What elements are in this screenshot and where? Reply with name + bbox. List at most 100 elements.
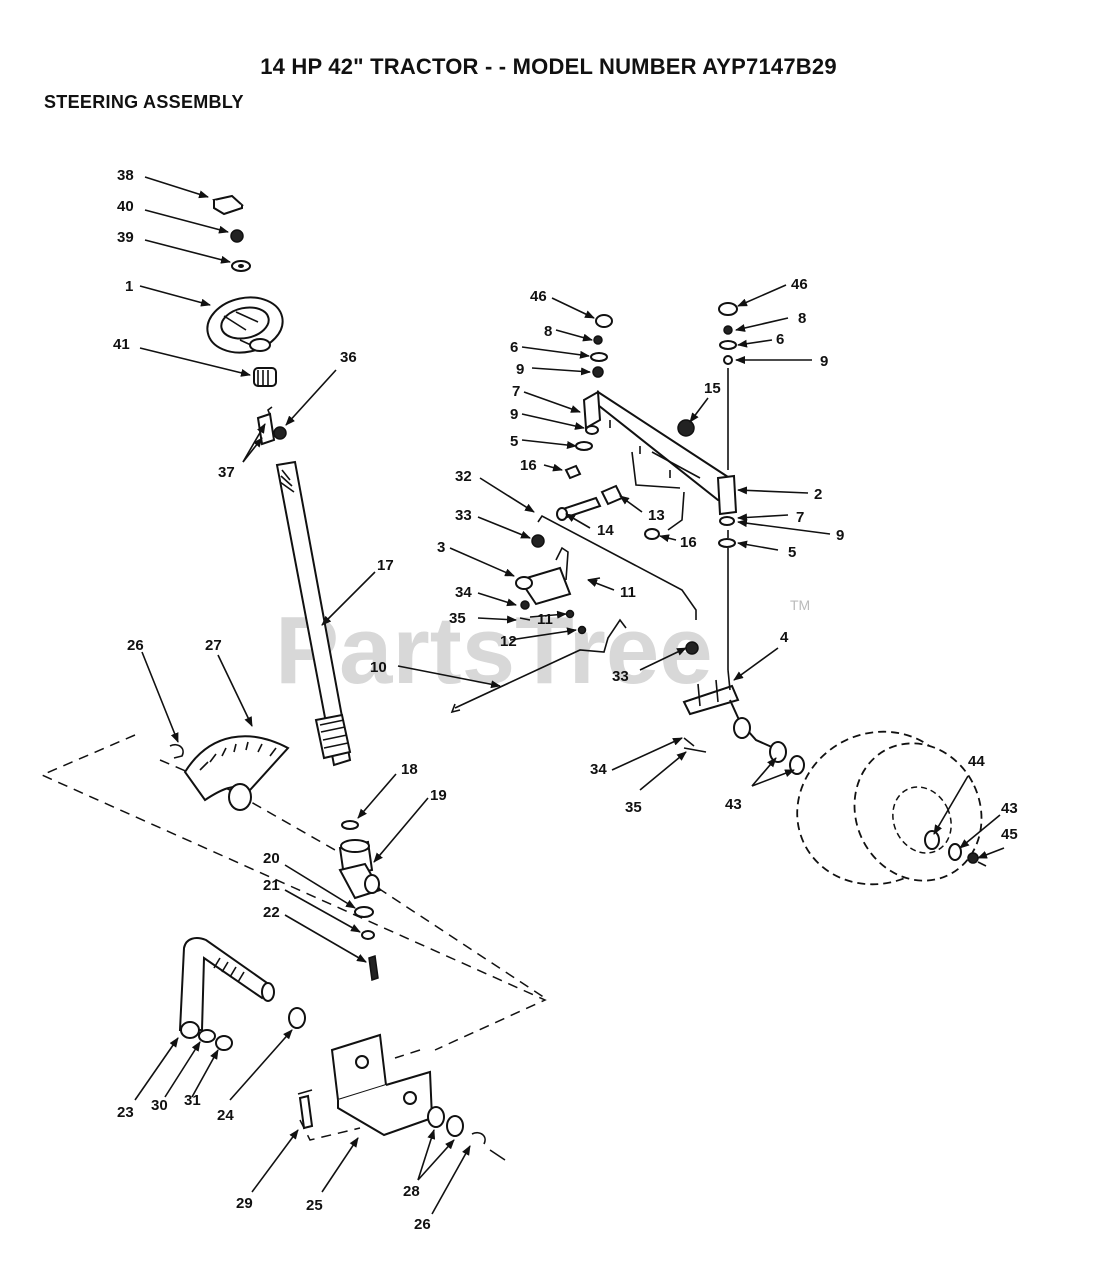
callout-1: 1 [125,278,133,295]
callout-27: 27 [205,637,222,654]
nut-33a[interactable] [531,534,545,548]
callout-6-right: 6 [776,331,784,348]
bolt-16a[interactable] [564,464,582,480]
steering-shaft[interactable] [275,460,352,767]
leader-lines [134,176,1005,1215]
callout-35-right: 35 [625,799,642,816]
gear-hub [228,783,252,811]
bushing-9a[interactable] [592,366,604,378]
adapter-41[interactable] [253,367,277,387]
clip-26b[interactable] [471,1131,486,1145]
callout-33-left: 33 [455,507,472,524]
callout-38: 38 [117,167,134,184]
callout-16-right: 16 [680,534,697,551]
spindle-4[interactable] [682,669,775,749]
bolt-11a[interactable] [587,577,601,581]
callout-15: 15 [704,380,721,397]
washer-21[interactable] [361,930,375,940]
spacer-13[interactable] [600,484,624,506]
diagram-subtitle: STEERING ASSEMBLY [44,92,244,112]
bolt-11b[interactable] [565,609,575,619]
nut-36[interactable] [273,426,287,440]
callout-12: 12 [500,633,517,650]
cap-46b[interactable] [718,302,738,316]
bolt-37[interactable] [256,412,276,446]
sector-gear[interactable] [183,735,290,802]
callout-8-right: 8 [798,310,806,327]
callout-8-left: 8 [544,323,552,340]
front-tire-44[interactable] [772,705,1004,910]
tie-rod-10[interactable] [454,618,627,709]
screw-22[interactable] [368,955,379,981]
nut-34a[interactable] [520,600,530,610]
nut-12[interactable] [577,625,587,635]
callout-7-left: 7 [512,383,520,400]
axle-2[interactable] [582,390,738,531]
bushing-9d[interactable] [719,516,735,526]
cap-45[interactable] [967,852,979,864]
bushing-9c[interactable] [723,355,733,365]
callout-30: 30 [151,1097,168,1114]
callout-5-left: 5 [510,433,518,450]
mounting-bracket-25[interactable] [330,1033,434,1137]
cotter-35a[interactable] [519,617,531,621]
washer-28b[interactable] [446,1115,464,1137]
pinion-shaft-23[interactable] [178,937,272,1031]
steering-wheel[interactable] [202,291,288,360]
drag-link-32[interactable] [537,514,697,620]
washer-6a[interactable] [590,352,608,362]
bushing-9b[interactable] [585,425,599,435]
steering-arm-3[interactable] [515,546,572,606]
washer-18[interactable] [341,820,359,830]
lower-steering-group [178,937,506,1161]
nut-33b[interactable] [685,641,699,655]
washer-6b[interactable] [719,340,737,350]
callout-9-left-bottom: 9 [510,406,518,423]
washer-43c[interactable] [948,843,962,861]
bracket-19[interactable] [338,839,382,900]
diagram-title: 14 HP 42" TRACTOR - - MODEL NUMBER AYP71… [260,54,837,79]
bolt-29[interactable] [298,1094,314,1130]
nut-8b[interactable] [723,325,733,335]
callout-19: 19 [430,787,447,804]
washer-20[interactable] [354,906,374,918]
watermark-tm: TM [790,597,810,613]
assembly-guides [40,734,547,1141]
callout-34-left: 34 [455,584,472,601]
washer-5a[interactable] [575,441,593,451]
nut-34b[interactable] [683,737,695,747]
callout-22: 22 [263,904,280,921]
cap-46a[interactable] [595,314,613,328]
callout-23: 23 [117,1104,134,1121]
clip-26[interactable] [169,743,184,759]
washer-5b[interactable] [718,538,736,548]
washer-43a[interactable] [769,741,787,763]
callout-14: 14 [597,522,614,539]
callout-13: 13 [648,507,665,524]
callout-10: 10 [370,659,387,676]
bushing-24[interactable] [288,1007,306,1029]
callout-labels: 38 40 39 1 41 36 37 17 26 27 18 19 20 21… [113,167,1018,1233]
callout-16-left: 16 [520,457,537,474]
steering-column-group [202,194,382,981]
callout-45: 45 [1001,826,1018,843]
bolt-16b[interactable] [644,528,660,540]
cotter-35b[interactable] [683,747,707,753]
callout-46-left: 46 [530,288,547,305]
callout-41: 41 [113,336,130,353]
callout-17: 17 [377,557,394,574]
callout-6-left: 6 [510,339,518,356]
callout-36: 36 [340,349,357,366]
washer-30[interactable] [198,1029,216,1043]
nut-8a[interactable] [593,335,603,345]
washer-28a[interactable] [427,1106,445,1128]
callout-24: 24 [217,1107,234,1124]
callout-37: 37 [218,464,235,481]
callout-39: 39 [117,229,134,246]
front-axle-group [450,302,1004,910]
callout-32: 32 [455,468,472,485]
grease-fitting-15[interactable] [677,419,695,437]
nut-40[interactable] [230,229,244,243]
nut-31[interactable] [215,1035,233,1051]
